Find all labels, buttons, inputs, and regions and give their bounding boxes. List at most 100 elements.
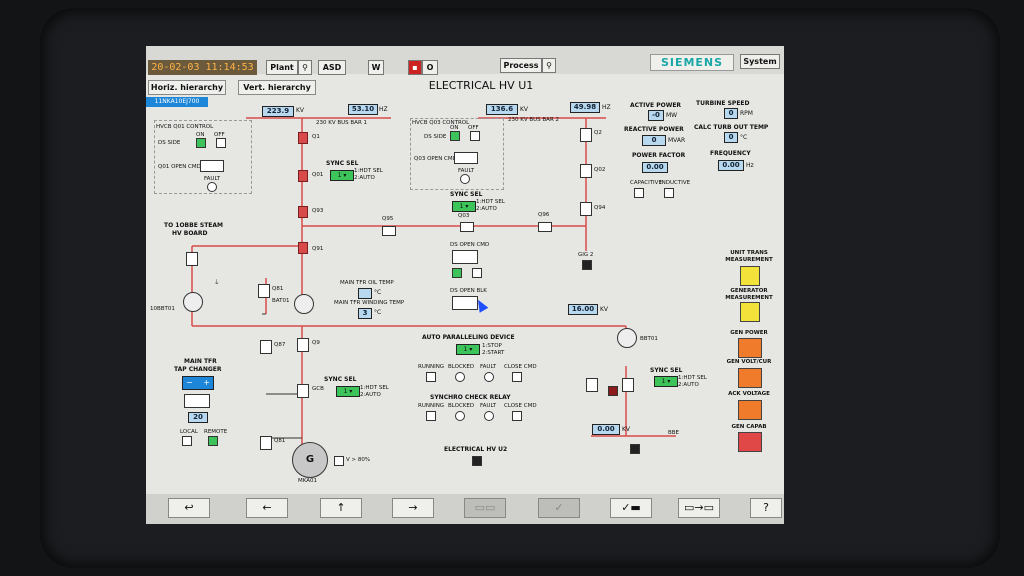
- breaker-q93[interactable]: [298, 206, 308, 218]
- hvcb-q01-off-label: OFF: [214, 132, 225, 138]
- switch-q95[interactable]: [382, 226, 396, 236]
- breaker-q01[interactable]: [298, 170, 308, 182]
- switch-q81b[interactable]: [260, 436, 272, 450]
- ds-open-cmd-label: DS OPEN CMD: [450, 242, 490, 248]
- sync-sel-left-select[interactable]: 1 ▾: [330, 170, 354, 181]
- ap-start-label: 2:START: [482, 350, 505, 356]
- tap-changer-button[interactable]: [184, 394, 210, 408]
- process-pin-icon[interactable]: ⚲: [542, 58, 556, 73]
- hvcb-q01-fault-label: FAULT: [204, 176, 221, 182]
- acknowledge-disabled-button[interactable]: ✓: [538, 498, 580, 518]
- help-button[interactable]: ?: [750, 498, 782, 518]
- hvcb-q03-panel: [410, 118, 504, 190]
- vert-hierarchy-button[interactable]: Vert. hierarchy: [238, 80, 316, 95]
- switch-q96[interactable]: [538, 222, 552, 232]
- system-button[interactable]: System: [740, 54, 780, 69]
- gen-capab-label: GEN CAPAB: [731, 424, 767, 430]
- bbe-link[interactable]: [630, 444, 640, 454]
- bbt-switch-left[interactable]: [586, 378, 598, 392]
- reactive-power-value: 0: [642, 135, 666, 146]
- reactive-power-unit: MVAR: [668, 137, 686, 144]
- sync-sel-right-select[interactable]: 1 ▾: [654, 376, 678, 387]
- siemens-logo: SIEMENS: [650, 54, 734, 71]
- acknowledge-button[interactable]: ✓▬: [610, 498, 652, 518]
- electrical-hv-u2-link[interactable]: [472, 456, 482, 466]
- asd-button[interactable]: ASD: [318, 60, 346, 75]
- turbine-speed-value: 0: [724, 108, 738, 119]
- remote-indicator[interactable]: [208, 436, 218, 446]
- electrical-hv-u2-label: ELECTRICAL HV U2: [444, 446, 508, 453]
- sync-sel-lower-select[interactable]: 1 ▾: [336, 386, 360, 397]
- hvcb-q01-on-indicator[interactable]: [196, 138, 206, 148]
- hvcb-q03-off-indicator[interactable]: [470, 131, 480, 141]
- hvcb-q03-open-button[interactable]: [454, 152, 478, 164]
- hvcb-q01-open-button[interactable]: [200, 160, 224, 172]
- window-swap-button[interactable]: ▭→▭: [678, 498, 720, 518]
- gen-capab-button[interactable]: [738, 432, 762, 452]
- hvcb-q03-on-indicator[interactable]: [450, 131, 460, 141]
- gen-volt-button[interactable]: [738, 368, 762, 388]
- switch-q02[interactable]: [580, 164, 592, 178]
- split-view-button[interactable]: ▭▭: [464, 498, 506, 518]
- switch-q94[interactable]: [580, 202, 592, 216]
- up-arrow-button[interactable]: ↑: [320, 498, 362, 518]
- process-button[interactable]: Process: [500, 58, 542, 73]
- switch-q81[interactable]: [258, 284, 270, 298]
- bus2-kv-unit: KV: [520, 106, 529, 113]
- switch-q03[interactable]: [460, 222, 474, 232]
- tap-changer-stepper[interactable]: −+: [182, 376, 214, 390]
- ds-open-blk-button[interactable]: [452, 296, 478, 310]
- horiz-hierarchy-button[interactable]: Horiz. hierarchy: [148, 80, 226, 95]
- unit-trans-measurement-label: MEASUREMENT: [725, 257, 773, 263]
- gen-power-button[interactable]: [738, 338, 762, 358]
- ack-voltage-label: ACK VOLTAGE: [728, 391, 770, 397]
- power-factor-label: POWER FACTOR: [632, 152, 686, 159]
- switch-q9[interactable]: [297, 338, 309, 352]
- forward-arrow-button[interactable]: →: [392, 498, 434, 518]
- auto-paralleling-select[interactable]: 1 ▾: [456, 344, 480, 355]
- bbt-breaker-indicator[interactable]: [608, 386, 618, 396]
- plant-pin-icon[interactable]: ⚲: [298, 60, 312, 75]
- switch-q87[interactable]: [260, 340, 272, 354]
- sync-sel-left-opt2: 2:AUTO: [354, 175, 375, 181]
- ds-open-cmd-button[interactable]: [452, 250, 478, 264]
- return-button[interactable]: ↩: [168, 498, 210, 518]
- breaker-q91[interactable]: [298, 242, 308, 254]
- sc-blocked-lamp: [455, 411, 465, 421]
- hvcb-q01-fault-lamp: [207, 182, 217, 192]
- hvcb-q03-title: HVCB Q03 CONTROL: [412, 120, 470, 126]
- alarm-indicator-icon[interactable]: ▪: [408, 60, 422, 75]
- sync-sel-center-select[interactable]: 1 ▾: [452, 201, 476, 212]
- generator-measurement-button[interactable]: [740, 302, 760, 322]
- ds-open-blk-label: DS OPEN BLK: [450, 288, 487, 294]
- o-button[interactable]: O: [422, 60, 438, 75]
- hvcb-q01-off-indicator[interactable]: [216, 138, 226, 148]
- bbt-switch-right[interactable]: [622, 378, 634, 392]
- switch-gcb[interactable]: [297, 384, 309, 398]
- main-tfr-label: MAIN TFR: [184, 358, 217, 365]
- frequency-value: 0.00: [718, 160, 744, 171]
- main-tfr-winding-value: 3: [358, 308, 372, 319]
- plant-button[interactable]: Plant: [266, 60, 298, 75]
- generator-icon[interactable]: G: [292, 442, 328, 478]
- inductive-indicator: [664, 188, 674, 198]
- turbine-speed-unit: RPM: [740, 110, 753, 117]
- capacitive-indicator: [634, 188, 644, 198]
- bus1-kv-value: 223.9: [262, 106, 294, 117]
- frequency-label: FREQUENCY: [710, 150, 751, 157]
- breaker-q1[interactable]: [298, 132, 308, 144]
- hv-board-switch[interactable]: [186, 252, 198, 266]
- switch-q2[interactable]: [580, 128, 592, 142]
- ack-voltage-button[interactable]: [738, 400, 762, 420]
- bus2-hz-unit: HZ: [602, 104, 611, 111]
- ap-running-label: RUNNING: [418, 364, 445, 370]
- mka01-label: MKA01: [298, 478, 318, 484]
- unit-trans-measurement-button[interactable]: [740, 266, 760, 286]
- w-button[interactable]: W: [368, 60, 384, 75]
- bbt01-transformer-icon: [617, 328, 637, 348]
- ground-switch-icon: ⏚: [214, 280, 220, 286]
- bbt01-label: BBT01: [640, 336, 658, 342]
- calc-turb-unit: °C: [740, 134, 748, 141]
- local-indicator[interactable]: [182, 436, 192, 446]
- back-arrow-button[interactable]: ←: [246, 498, 288, 518]
